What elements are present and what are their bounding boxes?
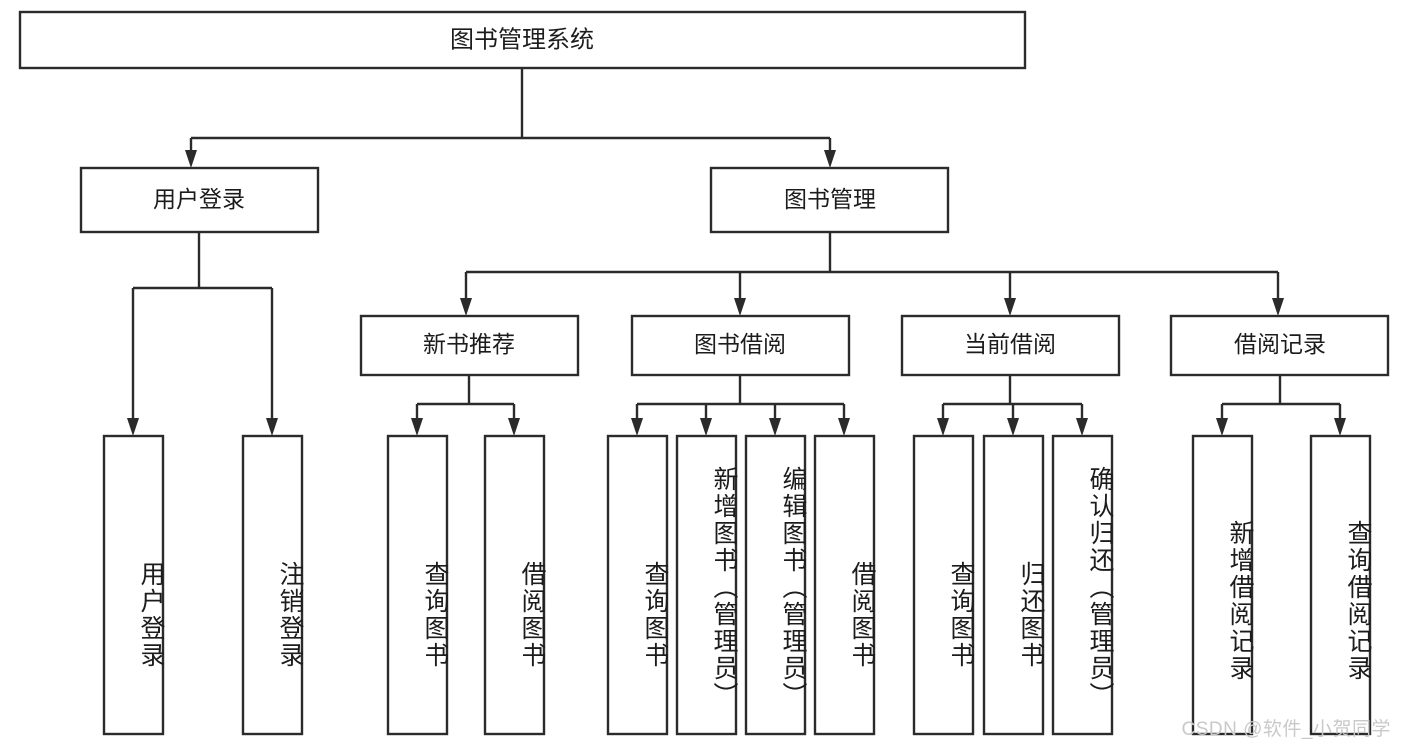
leaf-box-add-book[interactable] xyxy=(675,434,738,736)
csdn-watermark: CSDN @软件_小贺同学 xyxy=(1181,719,1391,740)
node-root[interactable]: 图书管理系统 xyxy=(18,10,1027,70)
node-book-borrow-label: 图书借阅 xyxy=(694,331,786,357)
node-current-borrow-box[interactable] xyxy=(900,314,1121,377)
node-root-label: 图书管理系统 xyxy=(450,26,594,53)
arrow-head-leaf-user-logout xyxy=(266,418,278,436)
leaf-box-user-logout[interactable] xyxy=(241,434,304,736)
node-borrow-record-box[interactable] xyxy=(1169,314,1390,377)
node-user-login-label: 用户登录 xyxy=(153,186,245,212)
node-borrow-record[interactable]: 借阅记录 xyxy=(1169,314,1390,377)
leaf-box-borrow-book-1[interactable] xyxy=(483,434,546,736)
leaf-box-query-record[interactable] xyxy=(1309,434,1372,736)
node-book-manage-box[interactable] xyxy=(709,166,950,234)
node-borrow-record-label: 借阅记录 xyxy=(1234,331,1326,357)
arrow-head-leaf-add-book xyxy=(700,418,712,436)
arrow-head-leaf-query-book-2 xyxy=(631,418,643,436)
arrow-head-leaf-borrow-book-2 xyxy=(838,418,850,436)
arrow-head-leaf-query-record xyxy=(1334,418,1346,436)
node-book-manage[interactable]: 图书管理 xyxy=(709,166,950,234)
node-root-box[interactable] xyxy=(18,10,1027,70)
node-current-borrow-label: 当前借阅 xyxy=(964,331,1056,357)
leaf-box-query-book-3[interactable] xyxy=(912,434,975,736)
arrow-head-leaf-add-record xyxy=(1216,418,1228,436)
leaf-box-borrow-book-2[interactable] xyxy=(813,434,876,736)
node-book-borrow[interactable]: 图书借阅 xyxy=(630,314,851,377)
arrow-head-leaf-query-book-3 xyxy=(937,418,949,436)
node-current-borrow[interactable]: 当前借阅 xyxy=(900,314,1121,377)
arrow-head-new-book-rec xyxy=(460,298,472,316)
arrow-head-book-borrow xyxy=(734,298,746,316)
leaf-box-add-record[interactable] xyxy=(1191,434,1254,736)
connector-layer xyxy=(127,68,1346,436)
arrow-head-current-borrow xyxy=(1004,298,1016,316)
node-book-borrow-box[interactable] xyxy=(630,314,851,377)
arrow-head-user-login xyxy=(185,150,197,168)
leaf-box-edit-book[interactable] xyxy=(744,434,807,736)
node-user-login-box[interactable] xyxy=(79,166,320,234)
node-new-book-rec-box[interactable] xyxy=(359,314,580,377)
leaf-box-query-book-1[interactable] xyxy=(386,434,449,736)
leaf-box-query-book-2[interactable] xyxy=(606,434,669,736)
arrow-head-leaf-user-login xyxy=(127,418,139,436)
leaf-box-layer xyxy=(102,434,1372,736)
node-new-book-rec[interactable]: 新书推荐 xyxy=(359,314,580,377)
arrow-head-leaf-return-book xyxy=(1007,418,1019,436)
leaf-box-return-book[interactable] xyxy=(982,434,1045,736)
arrow-head-leaf-confirm-return xyxy=(1076,418,1088,436)
node-book-manage-label: 图书管理 xyxy=(784,186,876,212)
leaf-box-confirm-return[interactable] xyxy=(1051,434,1114,736)
leaf-box-user-login[interactable] xyxy=(102,434,165,736)
arrow-head-book-manage xyxy=(824,150,836,168)
arrow-head-leaf-borrow-book-1 xyxy=(508,418,520,436)
node-new-book-rec-label: 新书推荐 xyxy=(423,331,515,357)
arrow-head-borrow-record xyxy=(1272,298,1284,316)
node-user-login[interactable]: 用户登录 xyxy=(79,166,320,234)
arrow-head-leaf-query-book-1 xyxy=(411,418,423,436)
arrow-head-leaf-edit-book xyxy=(769,418,781,436)
